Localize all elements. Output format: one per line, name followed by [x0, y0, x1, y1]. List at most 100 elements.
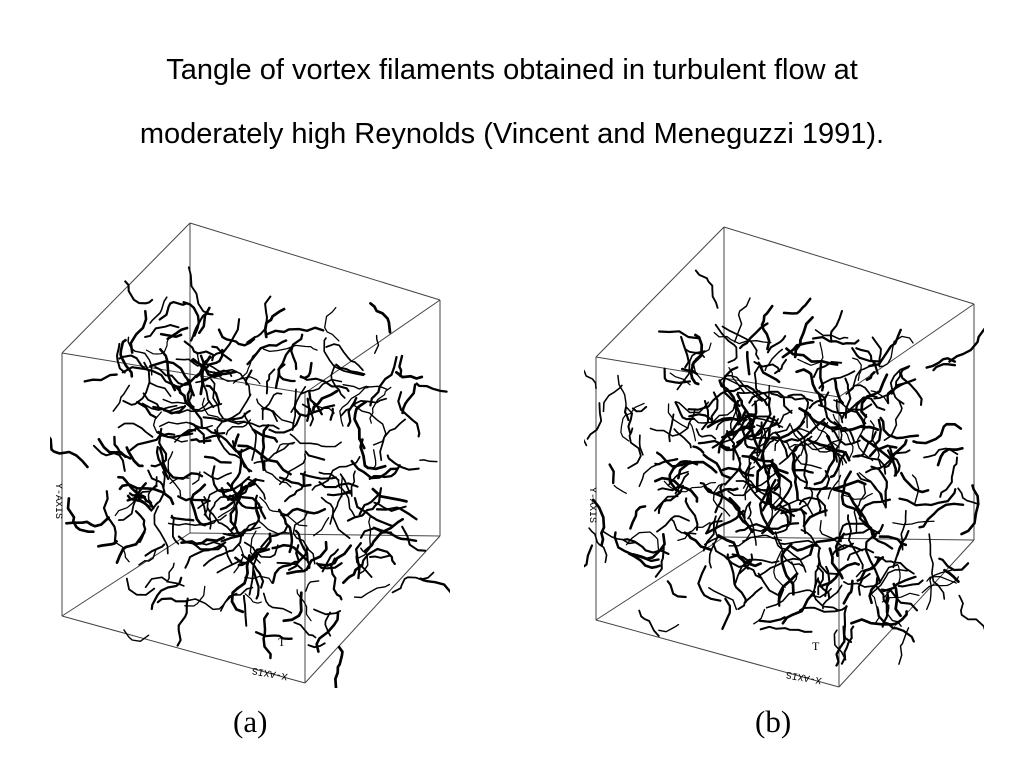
vortex-filament	[726, 553, 747, 604]
vortex-filament	[584, 438, 588, 447]
vortex-filament	[117, 422, 154, 438]
vortex-filament	[710, 391, 719, 425]
vortex-filament	[833, 629, 847, 661]
vortex-filament	[153, 505, 169, 555]
vortex-filament	[237, 548, 271, 567]
vortex-filament	[657, 484, 684, 514]
vortex-filament	[878, 335, 914, 368]
vortex-filament	[246, 477, 266, 500]
vortex-filament	[117, 476, 158, 521]
vortex-filament	[876, 606, 915, 643]
box-edge	[304, 299, 441, 394]
vortex-filament	[372, 449, 377, 470]
vortex-filament	[210, 378, 225, 420]
vortex-filament	[359, 527, 393, 539]
vortex-filament	[803, 486, 832, 491]
vortex-filament	[286, 540, 328, 575]
vortex-filament	[654, 546, 665, 578]
vortex-filament	[773, 550, 786, 589]
vortex-filament	[811, 335, 860, 346]
vortex-filament	[948, 327, 984, 363]
vortex-filament	[812, 577, 839, 612]
vortex-filament	[714, 323, 738, 364]
vortex-filament	[957, 487, 979, 505]
vortex-filament	[244, 593, 262, 604]
vortex-filament	[182, 301, 201, 337]
vortex-filament	[199, 355, 212, 396]
vortex-filament	[369, 386, 392, 424]
vortex-filament	[816, 470, 831, 514]
vortex-filament	[262, 344, 318, 353]
vortex-filament	[846, 547, 875, 561]
vortex-filament	[869, 589, 880, 625]
vortex-filament	[306, 397, 311, 422]
vortex-filament	[803, 438, 843, 451]
vortex-filament	[846, 514, 864, 570]
vortex-filament	[697, 565, 722, 602]
vortex-filament	[219, 483, 256, 511]
vortex-filament	[277, 508, 294, 554]
vortex-filament	[205, 384, 221, 405]
vortex-filament	[584, 369, 597, 390]
vortex-filament	[782, 297, 812, 315]
vortex-filament	[195, 368, 251, 397]
vortex-filament	[150, 427, 168, 468]
vortex-filament	[870, 390, 889, 405]
vortex-filament	[751, 436, 776, 454]
vortex-filament	[313, 517, 330, 537]
vortex-filament	[256, 398, 295, 425]
vortex-filament	[229, 506, 244, 537]
vortex-filament	[958, 594, 984, 631]
vortex-filament	[329, 407, 334, 421]
vortex-filament	[795, 368, 823, 406]
vortex-filament	[149, 296, 168, 324]
vortex-filament	[753, 608, 766, 625]
vortex-filament	[189, 422, 206, 445]
vortex-filament	[313, 608, 342, 616]
vortex-filament	[881, 592, 920, 603]
vortex-filament	[844, 377, 852, 419]
vortex-filament	[213, 371, 261, 385]
vortex-filament	[304, 450, 326, 461]
vortex-filament	[216, 393, 252, 439]
vortex-filament	[708, 512, 723, 569]
vortex-filament	[373, 334, 380, 354]
vortex-filament	[216, 559, 243, 574]
vortex-filament	[780, 542, 795, 596]
vortex-filament	[889, 365, 911, 405]
vortex-filament	[342, 384, 388, 391]
vortex-filament	[757, 361, 781, 384]
vortex-filament	[126, 482, 147, 502]
vortex-filament	[719, 374, 763, 402]
vortex-filament	[886, 382, 905, 405]
vortex-filament	[186, 378, 203, 428]
vortex-filament	[738, 469, 767, 496]
vortex-filament	[843, 605, 853, 644]
vortex-filament	[613, 531, 660, 563]
vortex-filament	[638, 434, 644, 456]
vortex-filament	[277, 345, 296, 383]
vortex-filament	[138, 547, 160, 566]
vortex-filament	[369, 302, 392, 334]
vortex-filament	[680, 335, 690, 369]
vortex-filament	[684, 497, 699, 531]
vortex-filament	[737, 586, 763, 610]
vortex-filament	[864, 523, 884, 584]
vortex-filament	[97, 539, 118, 548]
vortex-filament	[127, 336, 153, 376]
vortex-filament	[859, 434, 893, 461]
vortex-filament	[759, 625, 813, 633]
vortex-filament	[819, 561, 860, 588]
vortex-filament	[358, 492, 381, 516]
vortex-filament	[697, 439, 731, 449]
vortex-filament	[83, 373, 118, 383]
vortex-filament	[667, 470, 689, 487]
vortex-filament	[203, 471, 232, 480]
vortex-filament	[602, 384, 623, 413]
vortex-filament	[756, 421, 763, 437]
box-edge	[304, 535, 441, 684]
vortex-filament	[259, 496, 308, 527]
vortex-filament	[694, 269, 719, 309]
